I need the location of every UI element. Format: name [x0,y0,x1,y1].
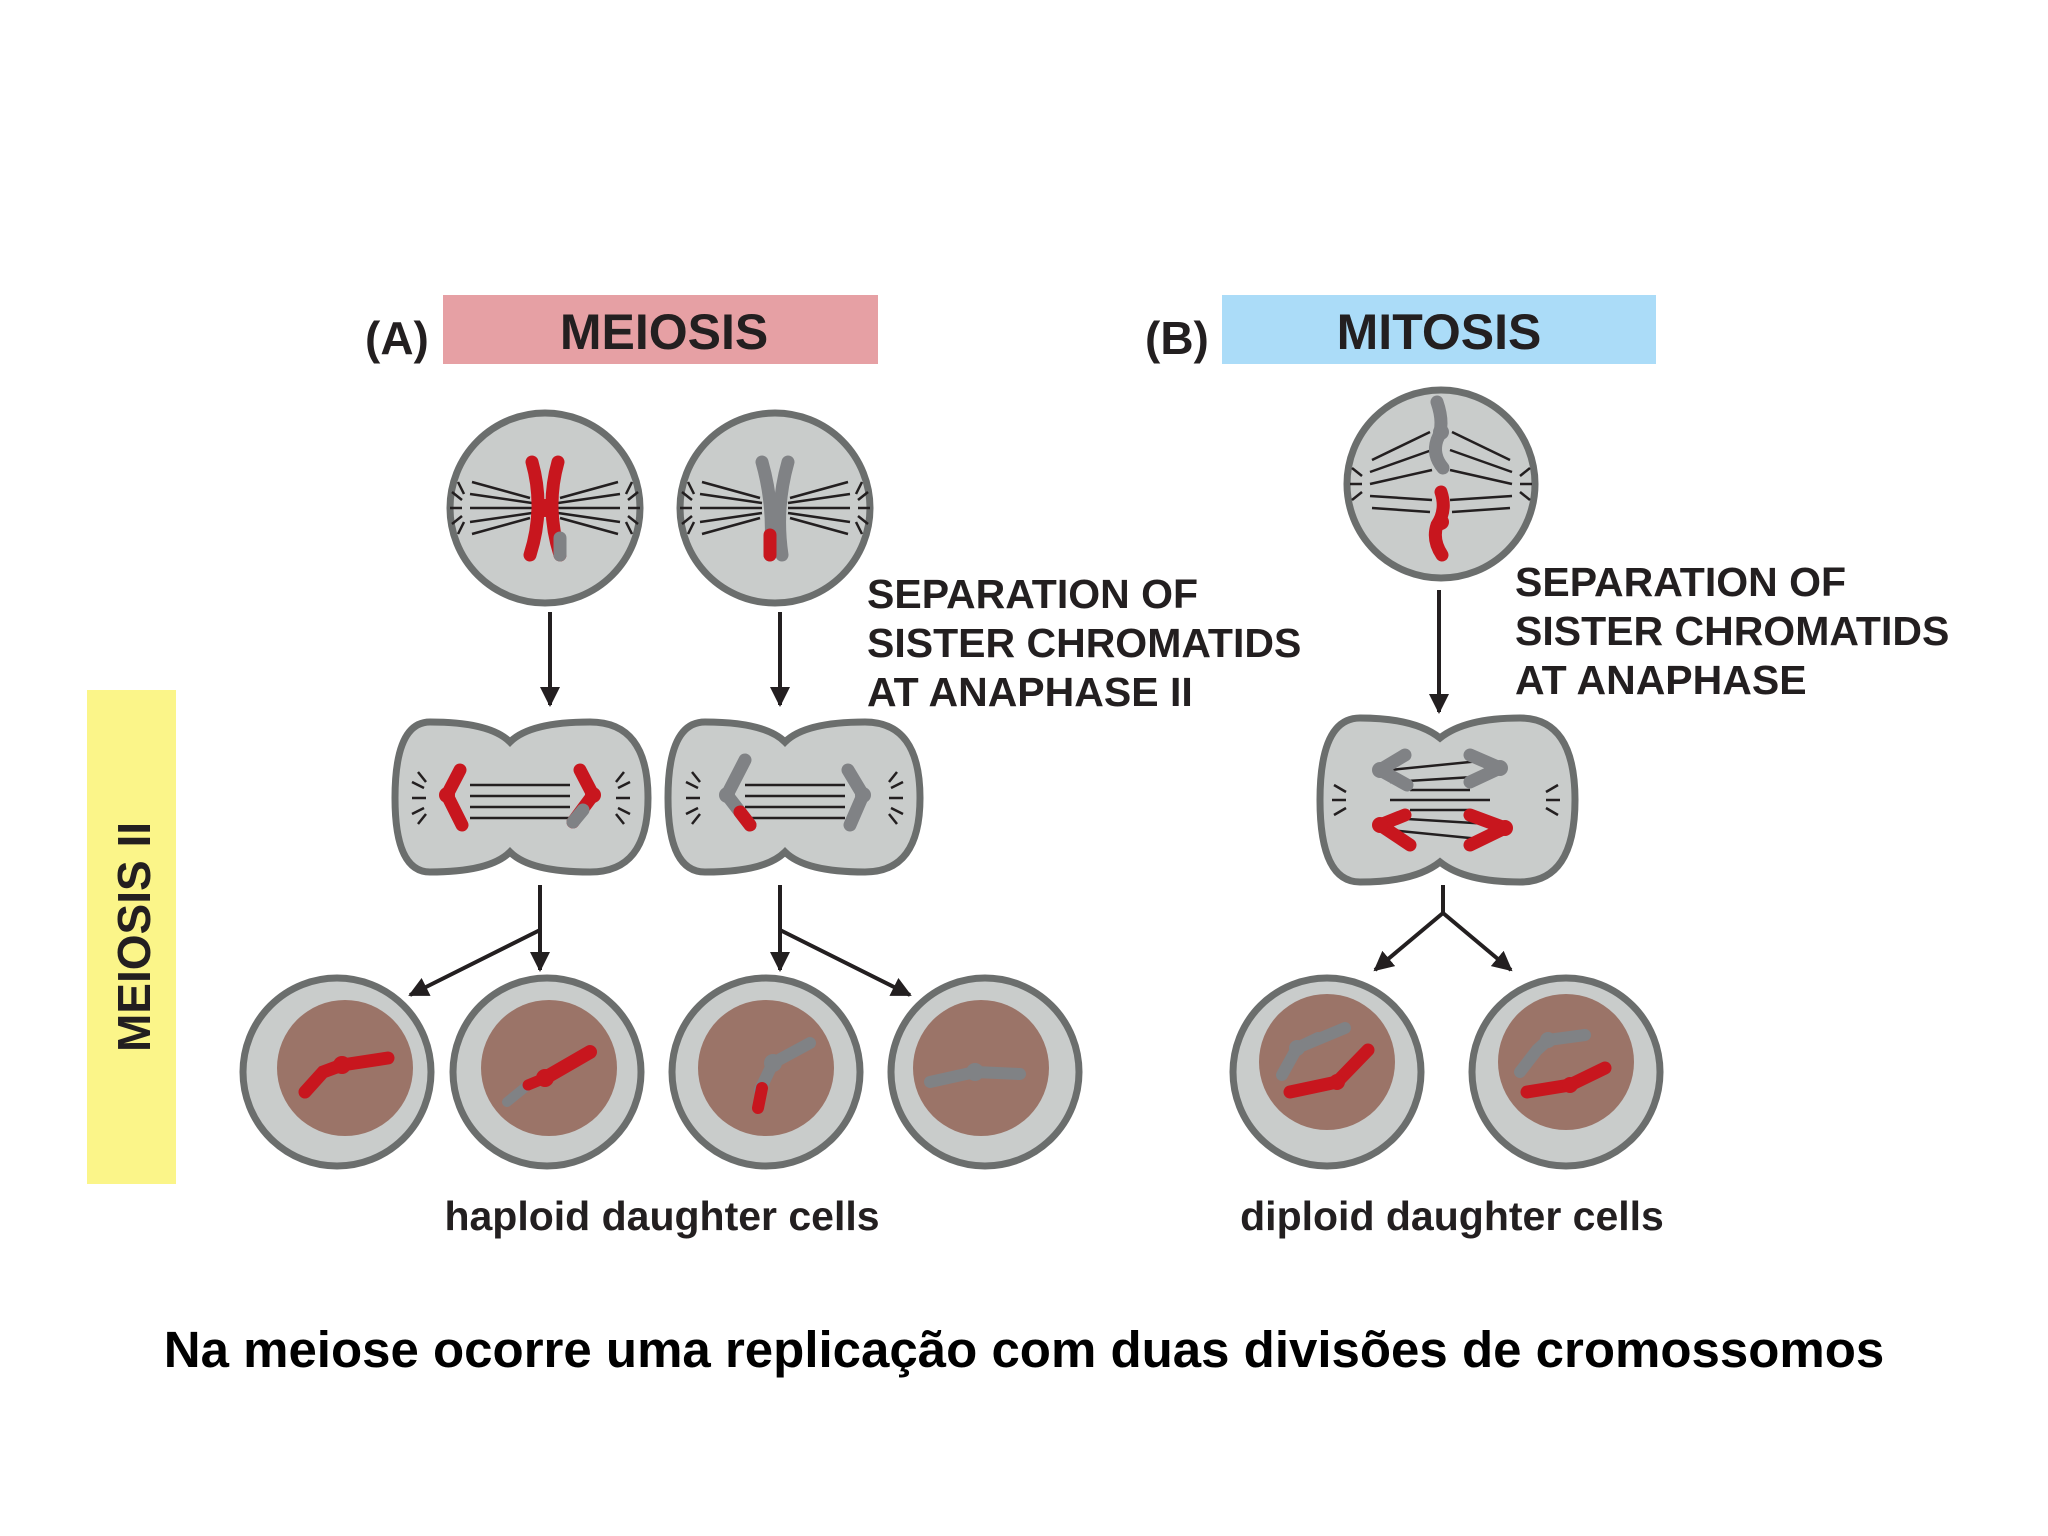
haploid-cell-3 [668,974,864,1170]
diploid-cell-1 [1229,974,1425,1170]
haploid-cell-1 [239,974,435,1170]
mitosis-split-arrows [1373,885,1513,972]
panel-b-letter: (B) [1145,312,1209,364]
caption: Na meiose ocorre uma replicação com duas… [164,1321,1885,1378]
panel-b-note-line-1: SEPARATION OF [1515,559,1846,605]
diploid-cell-2 [1468,974,1664,1170]
panel-a-note-line-1: SEPARATION OF [867,571,1198,617]
panel-a-letter: (A) [365,312,429,364]
meiosis-header-band [443,295,878,364]
mitosis-metaphase-cell [1343,386,1539,582]
meiosis-title: MEIOSIS [560,304,768,360]
panel-a-note-line-2: SISTER CHROMATIDS [867,620,1301,666]
anaphase-ii-cell-1 [391,718,652,876]
mitosis-header-band [1222,295,1656,364]
diploid-label: diploid daughter cells [1240,1193,1664,1239]
meiosis-ii-band [87,690,176,1184]
metaphase-ii-cell-1 [446,409,644,607]
meiosis-ii-label: MEIOSIS II [108,822,160,1052]
mitosis-title: MITOSIS [1337,304,1542,360]
haploid-cell-4 [887,974,1083,1170]
metaphase-ii-cell-2 [676,409,874,607]
anaphase-ii-cell-2 [664,718,924,876]
haploid-label: haploid daughter cells [444,1193,879,1239]
mitosis-anaphase-cell [1316,714,1579,886]
meiosis-split-arrows [408,885,912,997]
panel-b-note-line-2: SISTER CHROMATIDS [1515,608,1949,654]
haploid-cell-2 [449,974,645,1170]
panel-a-note-line-3: AT ANAPHASE II [867,669,1193,715]
panel-b-note-line-3: AT ANAPHASE [1515,657,1807,703]
